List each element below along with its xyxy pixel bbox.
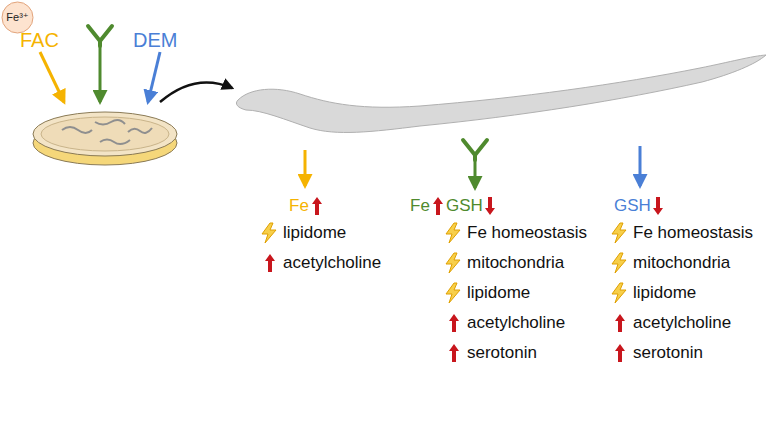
disturbance-icon [612,253,626,273]
treatment-label: FAC [20,28,59,52]
transfer-arrow [160,82,232,102]
antibody-output-arrow [474,158,477,188]
disturbance-icon [446,223,460,243]
antibody-symbol [463,140,487,160]
disturbance-icon [612,223,626,243]
disturbance-icon [612,283,626,303]
ion-label: Fe³⁺ [6,12,28,23]
antibody-arrow [99,46,102,102]
effect-label: mitochondria [467,253,564,273]
disturbance-icon [446,283,460,303]
effect-label: Fe [289,196,309,216]
treatment-label: DEM [133,28,177,52]
effect-label: acetylcholine [283,253,381,273]
effect-label: serotonin [467,343,537,363]
small-worm [95,120,125,125]
effect-label: mitochondria [633,253,730,273]
circle-shape [2,2,33,33]
effect-label: acetylcholine [633,313,731,333]
small-worm [100,140,130,145]
disturbance-icon [262,223,276,243]
increase-arrow [312,197,322,215]
increase-arrow [615,314,625,332]
small-worm [128,128,152,133]
effect-label: serotonin [633,343,703,363]
dish-agar [33,112,177,156]
effect-label: lipidome [283,223,346,243]
effect-label: GSH [446,196,483,216]
increase-arrow [449,314,459,332]
effect-label: GSH [614,196,651,216]
effect-label: lipidome [467,283,530,303]
increase-arrow [265,254,275,272]
small-worm [62,127,92,133]
effect-label: Fe homeostasis [467,223,587,243]
worm-illustration [236,55,766,132]
increase-arrow [433,197,443,215]
dish-inner [41,117,169,151]
decrease-arrow [485,197,495,215]
fac-arrow [40,52,64,102]
dem-arrow [148,52,160,102]
effect-label: acetylcholine [467,313,565,333]
decrease-arrow [653,197,663,215]
increase-arrow [615,344,625,362]
effect-label: Fe homeostasis [633,223,753,243]
antibody-symbol [88,26,112,46]
fac-output-arrow [304,150,307,186]
dem-output-arrow [639,146,642,186]
increase-arrow [449,344,459,362]
effect-label: Fe [410,196,430,216]
disturbance-icon [446,253,460,273]
effect-label: lipidome [633,283,696,303]
